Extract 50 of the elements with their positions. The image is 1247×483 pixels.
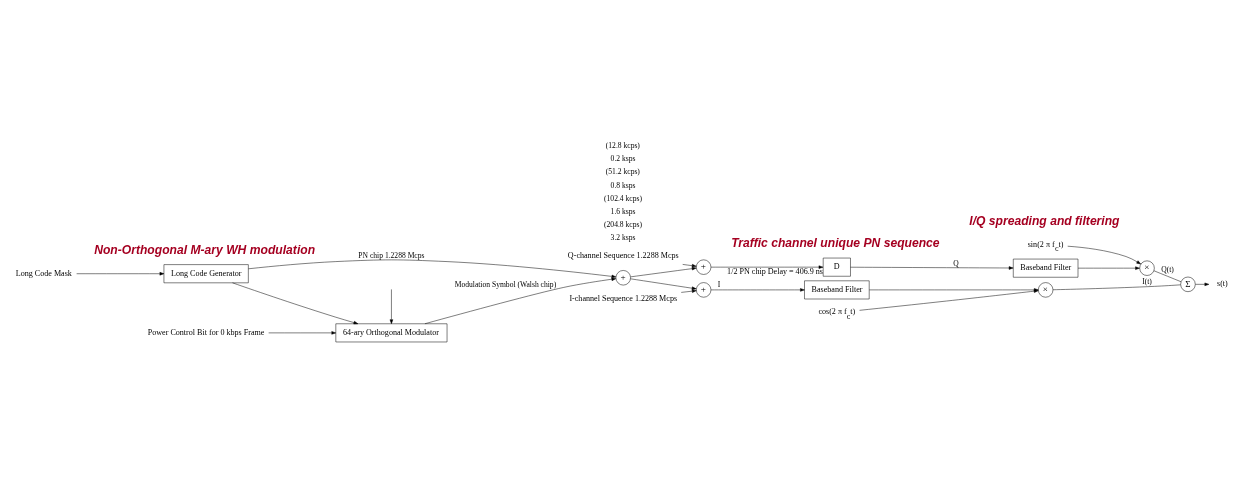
node-text: s(t)	[1216, 278, 1228, 288]
arrow	[710, 265, 823, 269]
label: (51.2 kcps)	[605, 166, 640, 176]
node-text: I-channel Sequence 1.2288 Mcps	[568, 293, 677, 303]
arrow	[1066, 245, 1141, 264]
node-circle: ×	[1138, 260, 1155, 276]
arrow	[680, 289, 697, 293]
node-circle: +	[695, 259, 711, 275]
node-box: Baseband Filter	[1012, 258, 1078, 277]
arrow	[629, 266, 696, 277]
edge-label: I(t)	[1141, 276, 1152, 286]
label: I/Q spreading and filtering	[968, 213, 1120, 228]
label: (204.8 kcps)	[603, 219, 642, 229]
node-box: Baseband Filter	[803, 280, 869, 299]
edge-label: PN chip 1.2288 Mcps	[357, 250, 424, 260]
node-box: D	[822, 257, 851, 276]
label: 0.8 ksps	[610, 180, 635, 190]
edge-label: Modulation Symbol (Walsh chip)	[454, 279, 556, 289]
label: 0.2 ksps	[610, 153, 635, 163]
label: (102.4 kcps)	[603, 193, 642, 203]
label: 1.6 ksps	[610, 206, 635, 216]
label: Traffic channel unique PN sequence	[730, 235, 940, 250]
arrow	[1194, 282, 1209, 286]
arrow	[247, 259, 616, 278]
edge-label: Q	[952, 258, 959, 268]
label: Non-Orthogonal M-ary WH modulation	[93, 242, 315, 257]
node-circle: ×	[1037, 281, 1053, 297]
node-box: 64-ary Orthogonal Modulator	[335, 323, 447, 342]
node-circle: Σ	[1179, 276, 1196, 292]
node-text: Long Code Mask	[15, 268, 72, 278]
edge-label: I	[717, 279, 720, 289]
node-text: Power Control Bit for 0 kbps Frame	[147, 327, 264, 337]
arrow	[681, 263, 696, 267]
arrow	[629, 278, 696, 290]
arrow	[424, 277, 616, 324]
node-circle: +	[695, 281, 711, 297]
arrow	[849, 265, 1013, 270]
label: 3.2 ksps	[610, 232, 635, 242]
arrow	[710, 287, 805, 292]
arrow	[389, 288, 393, 324]
arrow	[1077, 266, 1140, 270]
arrow	[75, 271, 164, 275]
label: (12.8 kcps)	[605, 140, 640, 150]
node-label: 1/2 PN chip Delay = 406.9 ns	[726, 266, 823, 276]
edge-label: Q(t)	[1160, 264, 1174, 274]
node-box: Long Code Generator	[163, 263, 249, 283]
node-circle: +	[615, 269, 631, 285]
arrow	[267, 330, 336, 335]
arrow	[231, 282, 358, 324]
node-text: Q-channel Sequence 1.2288 Mcps	[567, 250, 679, 260]
